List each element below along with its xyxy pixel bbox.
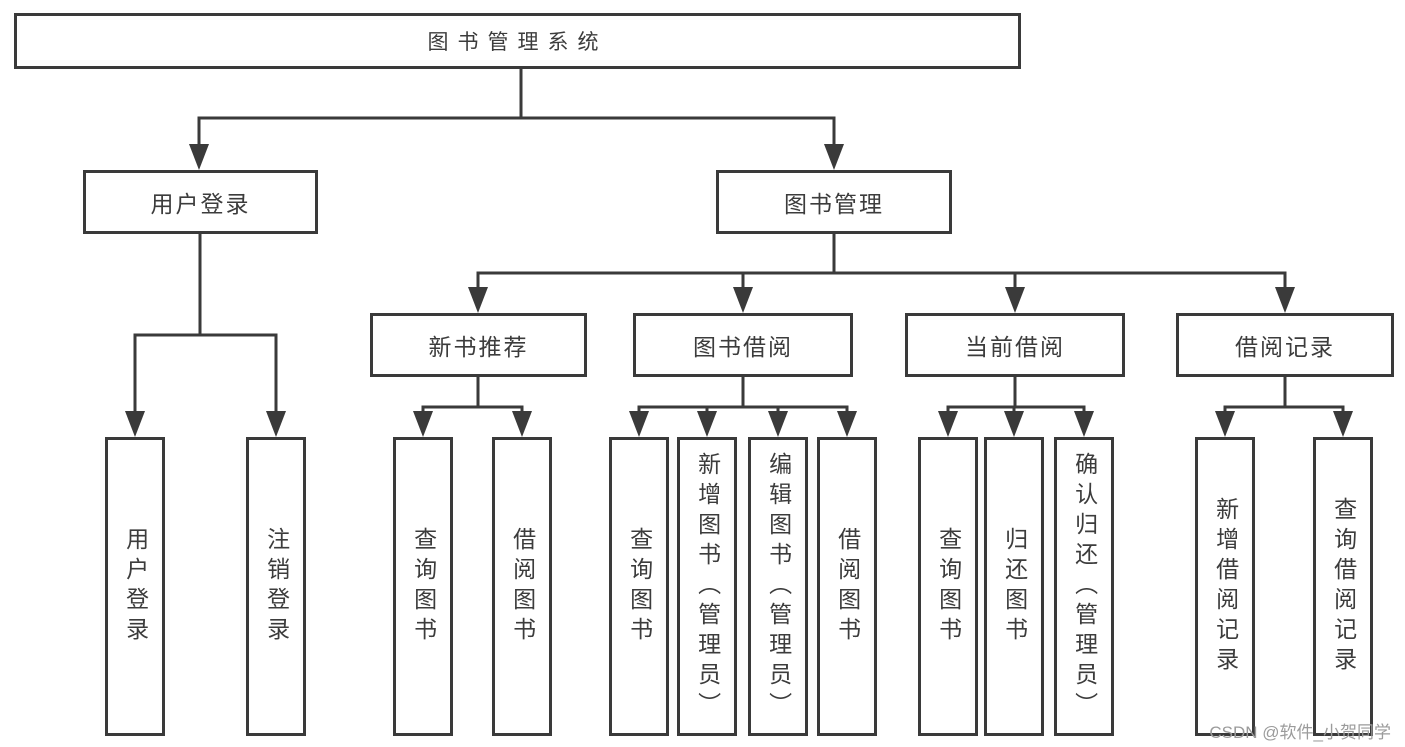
leaf-box-edit-book-admin: 编辑图书（管理员） [748,437,808,736]
node-label-book-borrow: 图书借阅 [693,334,793,360]
leaf-box-borrow-book-1: 借阅图书 [492,437,552,736]
leaf-label-confirm-return-admin: 确认归还（管理员） [1071,451,1098,722]
leaf-box-return-book: 归还图书 [984,437,1044,736]
leaf-label-query-book-2: 查询图书 [626,526,653,647]
leaf-box-query-borrow-record: 查询借阅记录 [1313,437,1373,736]
csdn-watermark: CSDN @软件_小贺同学 [1209,723,1391,742]
node-box-current-borrow: 当前借阅 [905,313,1125,377]
node-label-new-book-recommend: 新书推荐 [428,334,529,360]
leaf-label-query-book-1: 查询图书 [410,526,437,647]
leaf-label-edit-book-admin: 编辑图书（管理员） [765,451,792,722]
leaf-box-user-login: 用户登录 [105,437,165,736]
leaf-box-query-book-3: 查询图书 [918,437,978,736]
leaf-box-add-borrow-record: 新增借阅记录 [1195,437,1255,736]
node-box-user-login: 用户登录 [83,170,318,234]
node-box-book-borrow: 图书借阅 [633,313,853,377]
leaf-box-confirm-return-admin: 确认归还（管理员） [1054,437,1114,736]
leaf-label-query-borrow-record: 查询借阅记录 [1330,496,1357,677]
leaf-box-logout: 注销登录 [246,437,306,736]
node-label-book-management: 图书管理 [784,191,884,217]
leaf-box-query-book-2: 查询图书 [609,437,669,736]
leaf-label-logout: 注销登录 [263,526,290,647]
node-box-book-management: 图书管理 [716,170,952,234]
leaf-label-add-book-admin: 新增图书（管理员） [694,451,721,722]
leaf-label-borrow-book-1: 借阅图书 [509,526,536,647]
leaf-label-query-book-3: 查询图书 [935,526,962,647]
node-box-new-book-recommend: 新书推荐 [370,313,587,377]
leaf-label-borrow-book-2: 借阅图书 [834,526,861,647]
node-label-user-login: 用户登录 [150,191,251,217]
leaf-label-add-borrow-record: 新增借阅记录 [1212,496,1239,677]
node-label-borrow-record: 借阅记录 [1235,334,1335,360]
leaf-label-return-book: 归还图书 [1001,526,1028,647]
node-box-root: 图书管理系统 [14,13,1021,69]
node-label-root: 图书管理系统 [427,31,608,54]
leaf-box-query-book-1: 查询图书 [393,437,453,736]
leaf-label-user-login: 用户登录 [122,526,149,647]
leaf-box-borrow-book-2: 借阅图书 [817,437,877,736]
node-box-borrow-record: 借阅记录 [1176,313,1394,377]
node-label-current-borrow: 当前借阅 [965,334,1065,360]
leaf-box-add-book-admin: 新增图书（管理员） [677,437,737,736]
